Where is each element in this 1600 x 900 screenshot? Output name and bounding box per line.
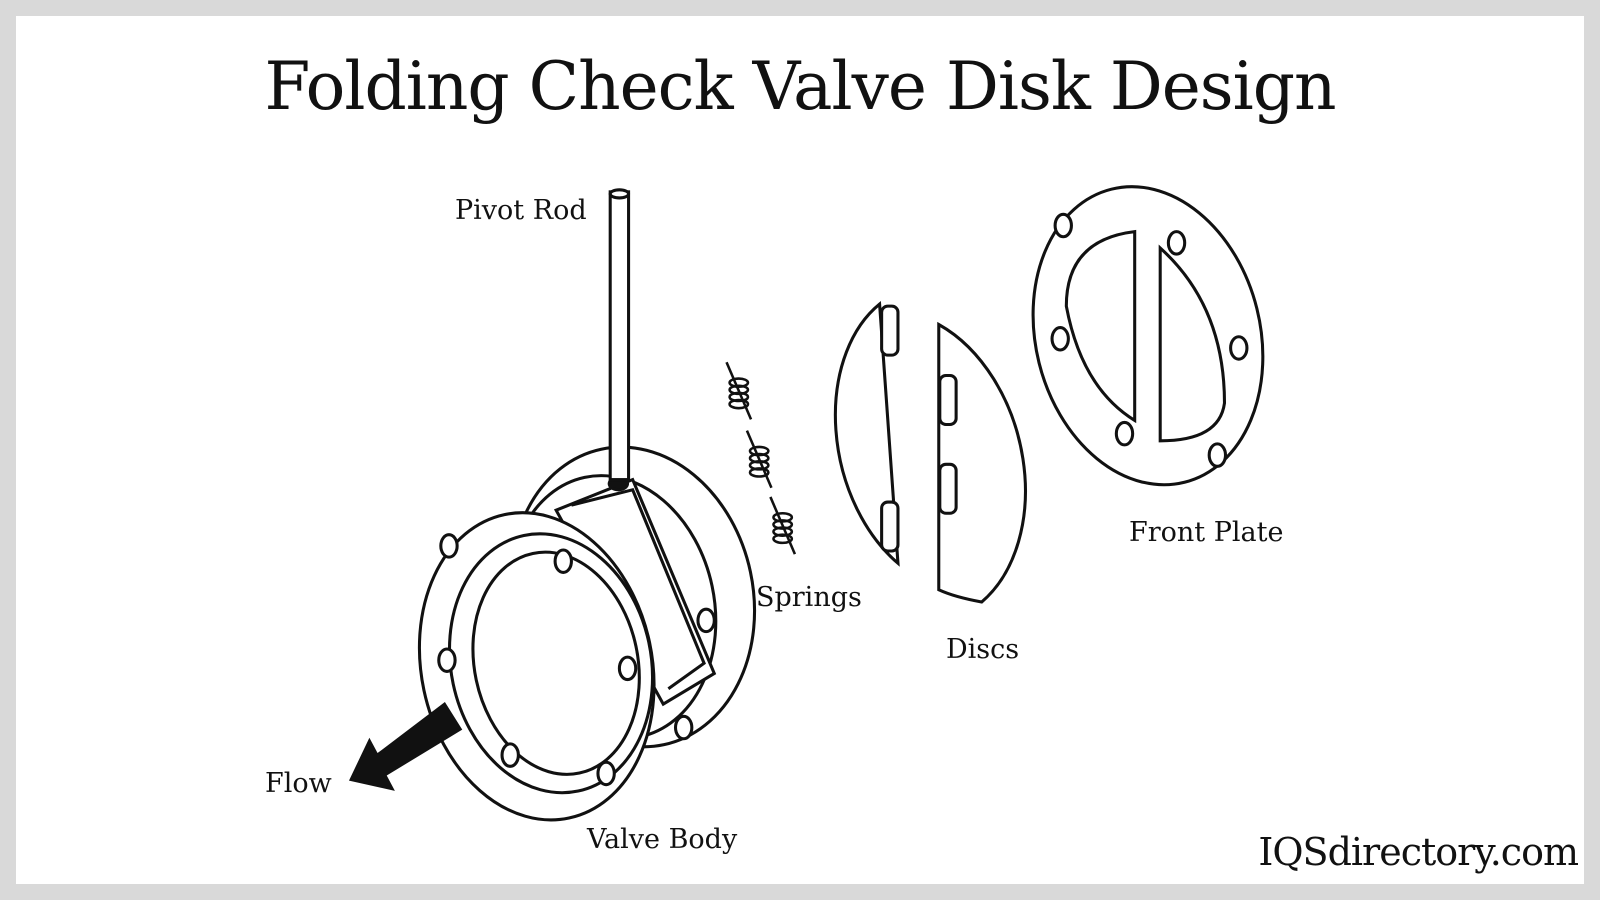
- label-springs: Springs: [756, 582, 862, 613]
- discs: [833, 301, 1027, 604]
- springs: [725, 361, 797, 555]
- label-pivot-rod: Pivot Rod: [455, 195, 587, 226]
- valve-body: [417, 445, 757, 822]
- pivot-rod: [608, 188, 631, 482]
- label-front-plate: Front Plate: [1129, 517, 1284, 548]
- label-discs: Discs: [946, 634, 1020, 665]
- label-valve-body: Valve Body: [587, 824, 738, 855]
- label-flow: Flow: [265, 768, 332, 799]
- bolt-holes: [437, 533, 716, 787]
- iqsdirectory-logo: IQSdirectory.com: [1258, 830, 1579, 874]
- flow-arrow-icon: [348, 702, 463, 791]
- diagram-title: Folding Check Valve Disk Design: [264, 48, 1336, 125]
- front-plate: [1031, 185, 1265, 487]
- diagram-panel: [16, 16, 1584, 884]
